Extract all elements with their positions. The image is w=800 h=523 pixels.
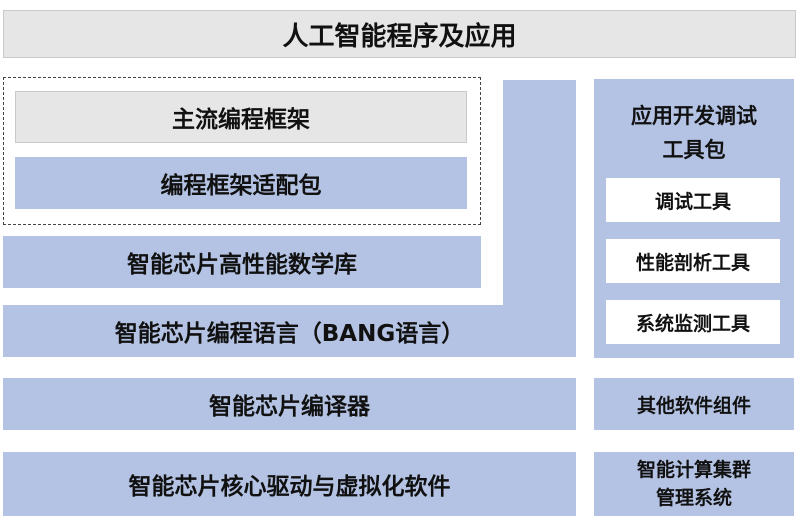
compiler-label: 智能芯片编译器 [209, 394, 370, 420]
programming-language-column [503, 80, 576, 306]
cluster-management-line2: 管理系统 [655, 487, 732, 509]
dev-toolkit-title-line2: 工具包 [662, 138, 726, 162]
other-components-label: 其他软件组件 [636, 394, 751, 417]
programming-language-block: 智能芯片编程语言（BANG语言） [3, 305, 576, 357]
driver-virtualization-block: 智能芯片核心驱动与虚拟化软件 [3, 452, 576, 516]
math-library-block: 智能芯片高性能数学库 [3, 236, 481, 288]
driver-virtualization-label: 智能芯片核心驱动与虚拟化软件 [128, 474, 451, 500]
cluster-management-block: 智能计算集群 管理系统 [594, 452, 794, 516]
framework-adapter-block: 编程框架适配包 [15, 157, 467, 209]
profiling-tool-box: 性能剖析工具 [606, 239, 780, 283]
monitoring-tool-label: 系统监测工具 [635, 312, 750, 335]
debug-tool-box: 调试工具 [606, 178, 780, 222]
ai-applications-bar: 人工智能程序及应用 [3, 10, 796, 58]
debug-tool-label: 调试工具 [654, 190, 731, 213]
monitoring-tool-box: 系统监测工具 [606, 300, 780, 344]
dev-toolkit-title: 应用开发调试 工具包 [631, 99, 757, 167]
mainstream-frameworks-label: 主流编程框架 [172, 107, 310, 133]
profiling-tool-label: 性能剖析工具 [635, 251, 750, 274]
mainstream-frameworks-block: 主流编程框架 [15, 91, 467, 143]
compiler-block: 智能芯片编译器 [3, 378, 576, 430]
cluster-management-title: 智能计算集群 管理系统 [637, 456, 751, 512]
math-library-label: 智能芯片高性能数学库 [127, 252, 357, 278]
programming-language-label: 智能芯片编程语言（BANG语言） [114, 321, 465, 347]
ai-applications-label: 人工智能程序及应用 [282, 21, 517, 52]
other-components-block: 其他软件组件 [594, 378, 794, 430]
cluster-management-line1: 智能计算集群 [636, 459, 751, 481]
framework-adapter-label: 编程框架适配包 [160, 173, 322, 199]
dev-toolkit-title-line1: 应用开发调试 [631, 104, 757, 128]
